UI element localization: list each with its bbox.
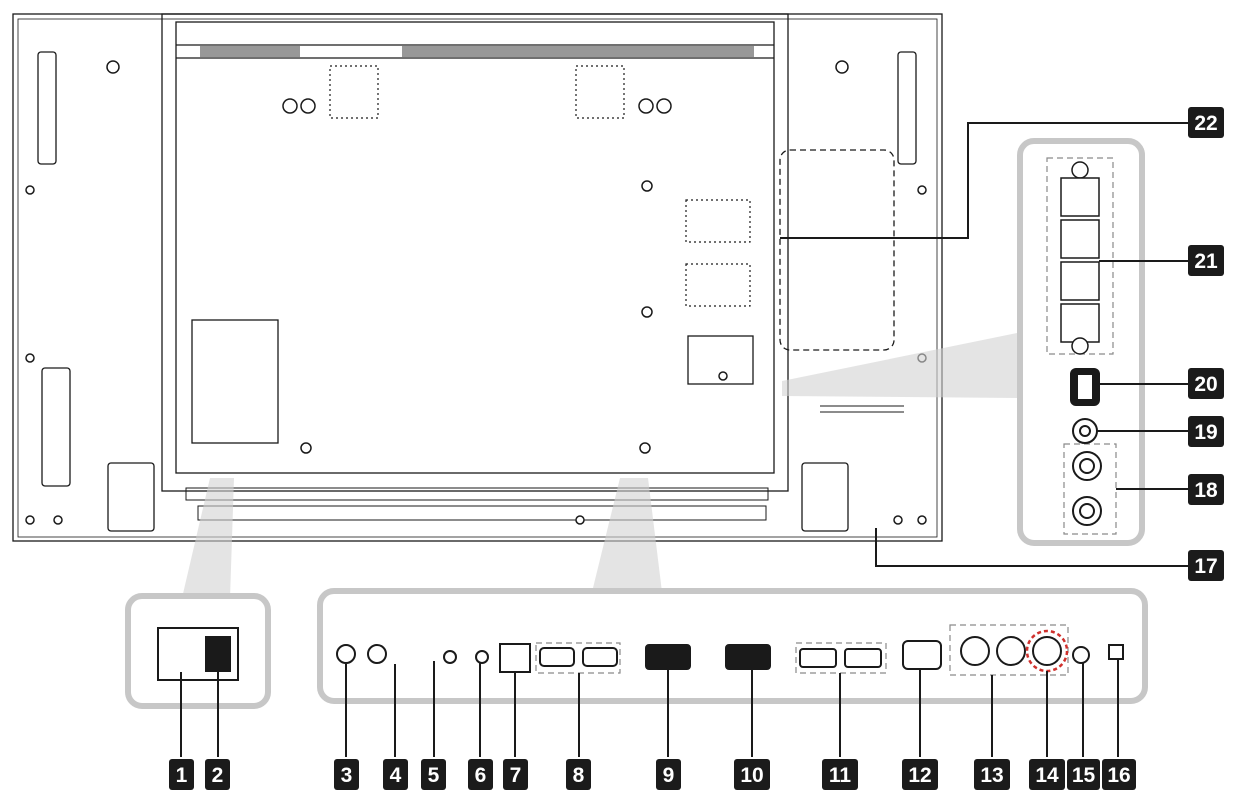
port-icons xyxy=(336,636,1124,673)
callout-label: 11 xyxy=(829,764,852,787)
callout-badge-7: 7 xyxy=(503,759,528,790)
callout-badge-16: 16 xyxy=(1102,759,1136,790)
callout-badge-12: 12 xyxy=(902,759,938,790)
callout-badge-1: 1 xyxy=(169,759,194,790)
callout-badge-17: 17 xyxy=(1188,550,1224,581)
ir-in-jack-icon xyxy=(336,644,356,664)
callout-label: 1 xyxy=(176,764,188,787)
callout-badge-2: 2 xyxy=(205,759,230,790)
callout-badge-18: 18 xyxy=(1188,474,1224,505)
callout-label: 9 xyxy=(663,764,675,787)
callout-badge-13: 13 xyxy=(974,759,1010,790)
callout-label: 6 xyxy=(475,764,487,787)
callout-label: 14 xyxy=(1035,764,1059,787)
callout-badges: 1 2 3 4 5 6 7 8 9 10 11 12 13 14 15 16 1… xyxy=(169,107,1224,790)
callout-label: 4 xyxy=(390,764,402,787)
speaker-terminal-icon xyxy=(1060,161,1100,355)
callout-badge-8: 8 xyxy=(566,759,591,790)
monitor-body xyxy=(12,13,943,542)
callout-label: 8 xyxy=(573,764,585,787)
callout-label: 16 xyxy=(1107,764,1130,787)
ir-out-jack-icon xyxy=(367,644,387,664)
power-callout xyxy=(125,478,271,709)
callout-label: 12 xyxy=(908,764,931,787)
vga-port-icon xyxy=(902,640,942,670)
callout-badge-19: 19 xyxy=(1188,416,1224,447)
usb-port-icon xyxy=(1070,368,1100,406)
vent-dots xyxy=(329,65,751,307)
callout-badge-22: 22 xyxy=(1188,107,1224,138)
callout-label: 15 xyxy=(1072,764,1096,787)
audio-jack-icon xyxy=(443,650,457,664)
callout-label: 3 xyxy=(341,764,353,787)
audio-jack-icon xyxy=(475,650,489,664)
callout-badge-3: 3 xyxy=(334,759,359,790)
callout-badge-11: 11 xyxy=(822,759,858,790)
kensington-lock-icon xyxy=(1108,644,1124,660)
rca-jack-icon xyxy=(1072,451,1102,526)
dvi-port-icon xyxy=(725,644,771,670)
power-switch-icon xyxy=(205,636,231,672)
bnc-connector-icon xyxy=(996,636,1026,666)
callout-badge-4: 4 xyxy=(383,759,408,790)
audio-jack-icon xyxy=(1072,646,1090,664)
displayport-icon xyxy=(844,648,882,668)
callout-label: 2 xyxy=(212,764,224,787)
callout-badge-21: 21 xyxy=(1188,245,1224,276)
callout-label: 22 xyxy=(1194,112,1217,135)
callout-badge-14: 14 xyxy=(1029,759,1065,790)
callout-badge-6: 6 xyxy=(468,759,493,790)
callout-badge-15: 15 xyxy=(1067,759,1100,790)
audio-jack-icon xyxy=(1072,418,1098,444)
callout-label: 7 xyxy=(510,764,522,787)
callout-label: 10 xyxy=(740,764,763,787)
callout-label: 20 xyxy=(1194,373,1217,396)
callout-badge-5: 5 xyxy=(421,759,446,790)
callout-badge-20: 20 xyxy=(1188,368,1224,399)
displayport-icon xyxy=(799,648,837,668)
hdmi-port-icon xyxy=(582,647,618,667)
callout-label: 18 xyxy=(1194,479,1218,502)
callout-label: 5 xyxy=(428,764,440,787)
callout-badge-9: 9 xyxy=(656,759,681,790)
callout-label: 21 xyxy=(1194,250,1218,273)
bnc-connector-icon xyxy=(960,636,990,666)
callout-label: 17 xyxy=(1194,555,1217,578)
rj45-port-icon xyxy=(499,643,531,673)
callout-badge-10: 10 xyxy=(734,759,770,790)
vent-grille xyxy=(200,46,754,57)
hdmi-port-icon xyxy=(539,647,575,667)
dvi-port-icon xyxy=(645,644,691,670)
leader-lines xyxy=(180,122,1188,757)
bnc-connector-icon xyxy=(1032,636,1062,666)
mounting-holes xyxy=(25,60,927,525)
callout-label: 13 xyxy=(980,764,1003,787)
ac-power-inlet-icon xyxy=(157,627,239,681)
callout-label: 19 xyxy=(1194,421,1217,444)
